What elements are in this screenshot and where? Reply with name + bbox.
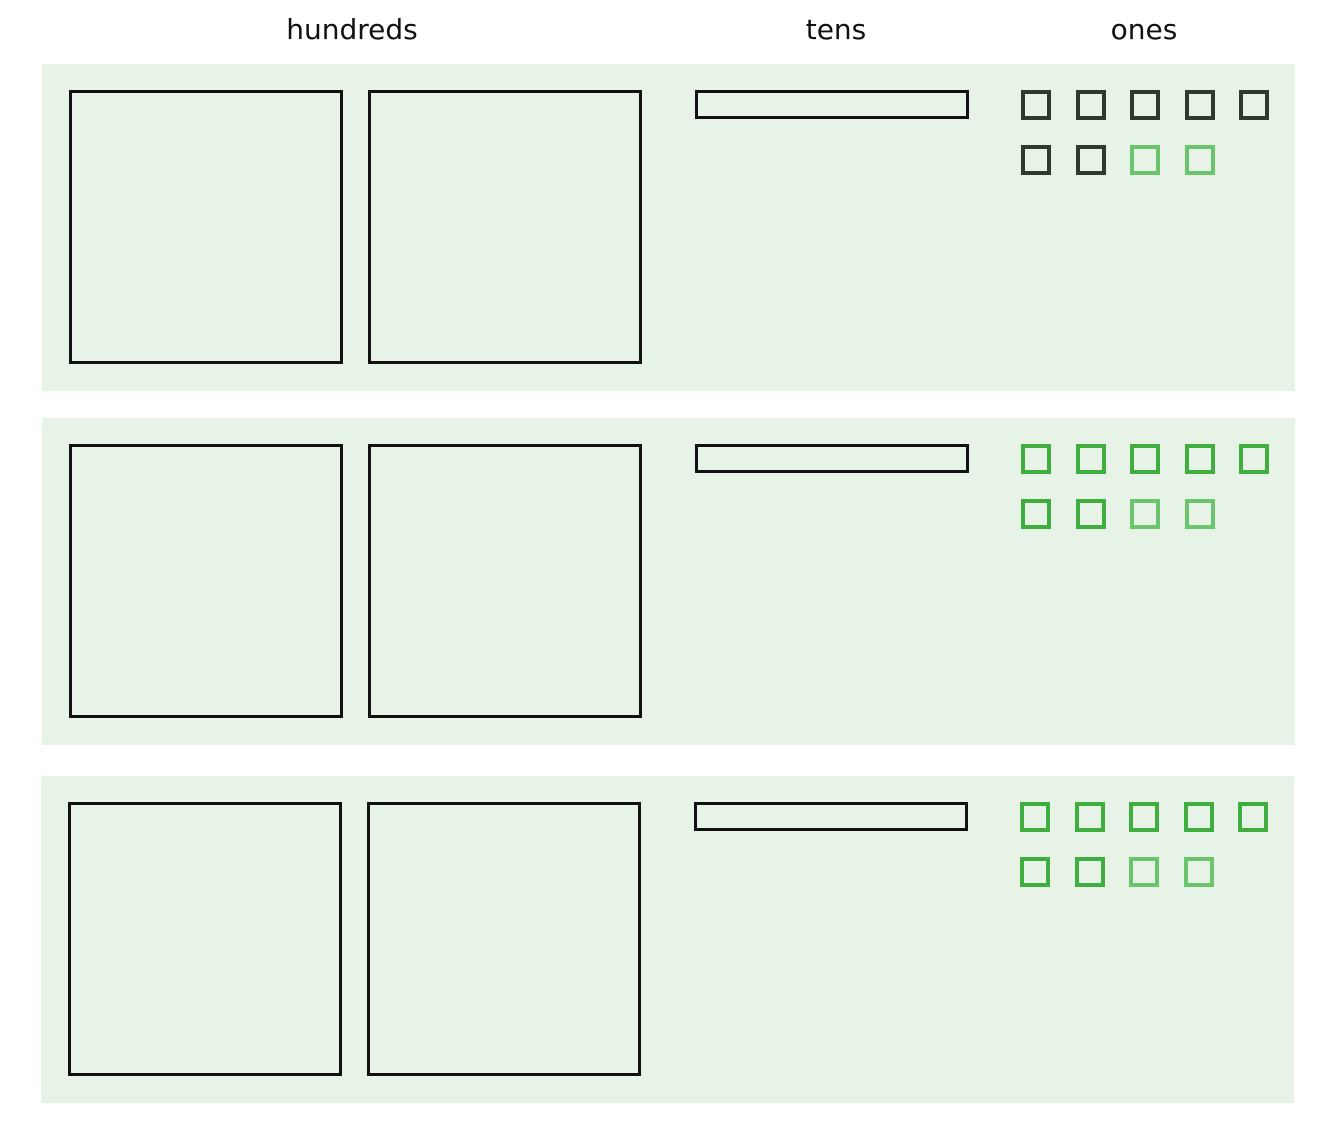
one-unit	[1184, 802, 1214, 832]
one-unit	[1020, 857, 1050, 887]
one-unit	[1021, 90, 1051, 120]
one-unit	[1129, 857, 1159, 887]
one-unit	[1239, 90, 1269, 120]
ones-grid	[1021, 90, 1281, 210]
one-unit	[1020, 802, 1050, 832]
hundred-block	[69, 444, 343, 718]
place-value-row-3	[41, 776, 1294, 1103]
one-unit	[1076, 145, 1106, 175]
one-unit	[1076, 499, 1106, 529]
one-unit	[1185, 145, 1215, 175]
ten-rod	[694, 802, 968, 831]
one-unit	[1075, 802, 1105, 832]
one-unit	[1076, 444, 1106, 474]
place-value-row-1	[42, 64, 1295, 391]
one-unit	[1185, 444, 1215, 474]
ones-grid	[1021, 444, 1281, 564]
one-unit	[1130, 499, 1160, 529]
one-unit	[1185, 90, 1215, 120]
place-value-row-2	[42, 418, 1295, 745]
hundred-block	[367, 802, 641, 1076]
hundred-block	[368, 444, 642, 718]
one-unit	[1021, 145, 1051, 175]
one-unit	[1185, 499, 1215, 529]
one-unit	[1075, 857, 1105, 887]
one-unit	[1238, 802, 1268, 832]
hundred-block	[68, 802, 342, 1076]
hundred-block	[368, 90, 642, 364]
one-unit	[1076, 90, 1106, 120]
one-unit	[1021, 499, 1051, 529]
one-unit	[1130, 145, 1160, 175]
one-unit	[1021, 444, 1051, 474]
ten-rod	[695, 444, 969, 473]
hundreds-header: hundreds	[286, 13, 418, 46]
one-unit	[1239, 444, 1269, 474]
ones-header: ones	[1110, 13, 1178, 46]
one-unit	[1130, 444, 1160, 474]
one-unit	[1130, 90, 1160, 120]
tens-header: tens	[805, 13, 867, 46]
one-unit	[1184, 857, 1214, 887]
ones-grid	[1020, 802, 1280, 922]
ten-rod	[695, 90, 969, 119]
one-unit	[1129, 802, 1159, 832]
hundred-block	[69, 90, 343, 364]
